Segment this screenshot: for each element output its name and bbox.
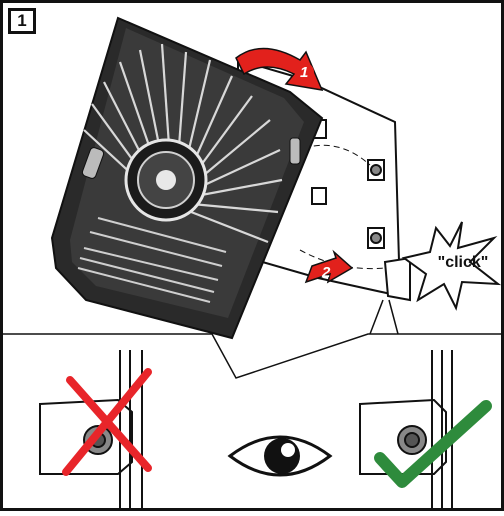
arrow-two-label: 2 (322, 264, 330, 281)
step-number-badge: 1 (8, 8, 36, 34)
click-callout-text: "click" (428, 254, 498, 272)
arrow-one-label: 1 (300, 64, 308, 81)
